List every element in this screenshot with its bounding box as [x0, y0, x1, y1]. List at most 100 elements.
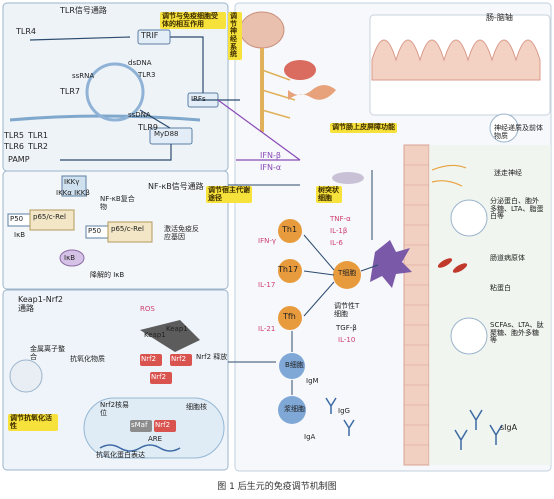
label-nfkb-complex: NF-κB复合物 — [100, 195, 135, 211]
label-regulate-immune-interaction: 调节与免疫细胞受体的相互作用 — [160, 12, 226, 30]
label-secretions: 分泌蛋白、胞外多糖、LTA、脂蛋白等 — [490, 197, 544, 221]
label-ros: ROS — [140, 305, 155, 313]
label-keap1: Keap1 — [144, 331, 166, 339]
label-igm: IgM — [306, 377, 319, 385]
label-nucleus: 细胞核 — [186, 403, 207, 411]
label-tlr2: TLR2 — [28, 142, 48, 151]
pathogen-group — [437, 258, 468, 273]
nrf2-c-box — [150, 372, 172, 384]
igg-antibodies — [325, 397, 355, 436]
neuro-circle — [489, 113, 519, 143]
label-mucin: 粘蛋白 — [490, 284, 511, 292]
dna-strand — [99, 444, 181, 452]
label-tfh: Tfh — [283, 312, 296, 321]
label-ifn-beta: IFN-β — [260, 151, 281, 160]
label-are: ARE — [148, 435, 163, 443]
endosome — [85, 62, 145, 122]
keap1-shape — [140, 320, 200, 352]
b-cell — [279, 353, 305, 379]
dendritic-fragment — [332, 172, 364, 184]
label-il10: IL-10 — [338, 336, 356, 344]
label-tlr4: TLR4 — [16, 27, 36, 36]
label-tlr6: TLR6 — [4, 142, 24, 151]
label-th1: Th1 — [282, 225, 298, 234]
label-b-cell: B细胞 — [285, 361, 304, 369]
label-smaf: sMaf — [131, 421, 148, 429]
label-tlr7: TLR7 — [60, 87, 80, 96]
tfh-cell — [278, 306, 302, 330]
label-treg: 调节性T细胞 — [334, 302, 360, 318]
label-p50-b: P50 — [88, 227, 102, 235]
t-cell — [333, 261, 361, 289]
label-regulate-metabolism: 调节宿主代谢途径 — [206, 186, 252, 204]
label-activate-immune: 激活免疫反应基因 — [164, 225, 199, 241]
th1-cell — [278, 219, 302, 243]
nrf2-d-box — [154, 420, 176, 432]
label-dendritic: 树突状细胞 — [316, 186, 342, 204]
label-tnf-alpha: TNF-α — [330, 215, 351, 223]
dendritic-cell — [370, 240, 412, 288]
label-t-cell: T细胞 — [338, 269, 357, 277]
stomach-shape — [284, 60, 316, 80]
label-nrf2-b: Nrf2 — [171, 355, 187, 363]
label-scfas: SCFAs、LTA、肽聚糖、胞外多糖等 — [490, 321, 544, 345]
secretion-circle — [450, 199, 488, 237]
label-metal-chelation: 金属离子螯合 — [30, 345, 65, 361]
label-regulate-nervous-system: 调节神经系统 — [228, 12, 242, 61]
intestinal-villi — [371, 39, 541, 81]
label-pamp: PAMP — [8, 155, 30, 164]
label-gut-pathogen: 肠道病原体 — [490, 254, 525, 262]
label-plasma-cell: 浆细胞 — [284, 405, 305, 413]
brain-shape — [239, 11, 285, 49]
label-irfs: IRFs — [191, 95, 206, 103]
label-il21: IL-21 — [258, 325, 276, 333]
nrf2-b-box — [170, 354, 192, 366]
figure-caption: 图 1 后生元的免疫调节机制图 — [217, 482, 337, 492]
p65-a-box — [29, 209, 75, 231]
p65-b-box — [107, 221, 153, 243]
label-iga: IgA — [304, 433, 316, 441]
label-ikb-c: IκB — [64, 254, 75, 262]
label-nrf2-d: Nrf2 — [155, 421, 171, 429]
ikk-box — [61, 175, 87, 197]
label-ifn-gamma: IFN-γ — [258, 237, 276, 245]
label-tlr1: TLR1 — [28, 131, 48, 140]
label-nrf2-a: Nrf2 — [141, 355, 157, 363]
postbiotic-circle-left — [9, 359, 43, 393]
label-il1b: IL-1β — [330, 227, 348, 235]
th17-cell — [278, 259, 302, 283]
vagus-nerve-branches — [431, 164, 467, 187]
label-keap1-pathway: Keap1-Nrf2通路 — [18, 295, 63, 313]
label-antioxidant: 抗氧化物质 — [70, 355, 105, 363]
label-tlr5: TLR5 — [4, 131, 24, 140]
label-tlr-pathway: TLR信号通路 — [60, 6, 107, 15]
label-p65-b: p65/c-Rel — [111, 225, 144, 233]
label-p65-a: p65/c-Rel — [33, 213, 66, 221]
tlr-arrows — [29, 36, 301, 161]
label-igg: IgG — [338, 407, 350, 415]
label-nrf2-c: Nrf2 — [151, 373, 167, 381]
label-regulate-barrier: 调节肠上皮屏障功能 — [330, 123, 397, 133]
label-nrf2-translocation: Nrf2核易位 — [100, 401, 130, 417]
epithelium-cells — [404, 164, 429, 446]
label-p50-a: P50 — [10, 215, 24, 223]
label-trif: TRIF — [141, 31, 159, 40]
label-tgf-beta: TGF-β — [336, 324, 357, 332]
label-neurotransmitter: 神经递质及前体物质 — [494, 124, 543, 140]
label-ikk-ab: IKKα IKKβ — [56, 189, 90, 197]
label-tlr3: TLR3 — [138, 71, 156, 79]
plasma-cell — [278, 396, 306, 424]
label-ikk-gamma: IKKγ — [64, 178, 80, 186]
label-siga: sIgA — [500, 423, 518, 432]
label-keap1-b: Keap1 — [166, 325, 188, 333]
label-antioxidant-protein: 抗氧化蛋白表达 — [96, 451, 145, 459]
label-dsdna: dsDNA — [128, 59, 152, 67]
intestine-shape — [288, 85, 336, 100]
label-regulate-antioxidant: 调节抗氧化活性 — [8, 414, 58, 432]
label-nfkb-pathway: NF-κB信号通路 — [148, 182, 204, 191]
label-th17: Th17 — [278, 265, 299, 274]
smaf-box — [130, 420, 152, 432]
immune-arrows — [228, 170, 379, 395]
siga-antibodies — [454, 409, 503, 450]
